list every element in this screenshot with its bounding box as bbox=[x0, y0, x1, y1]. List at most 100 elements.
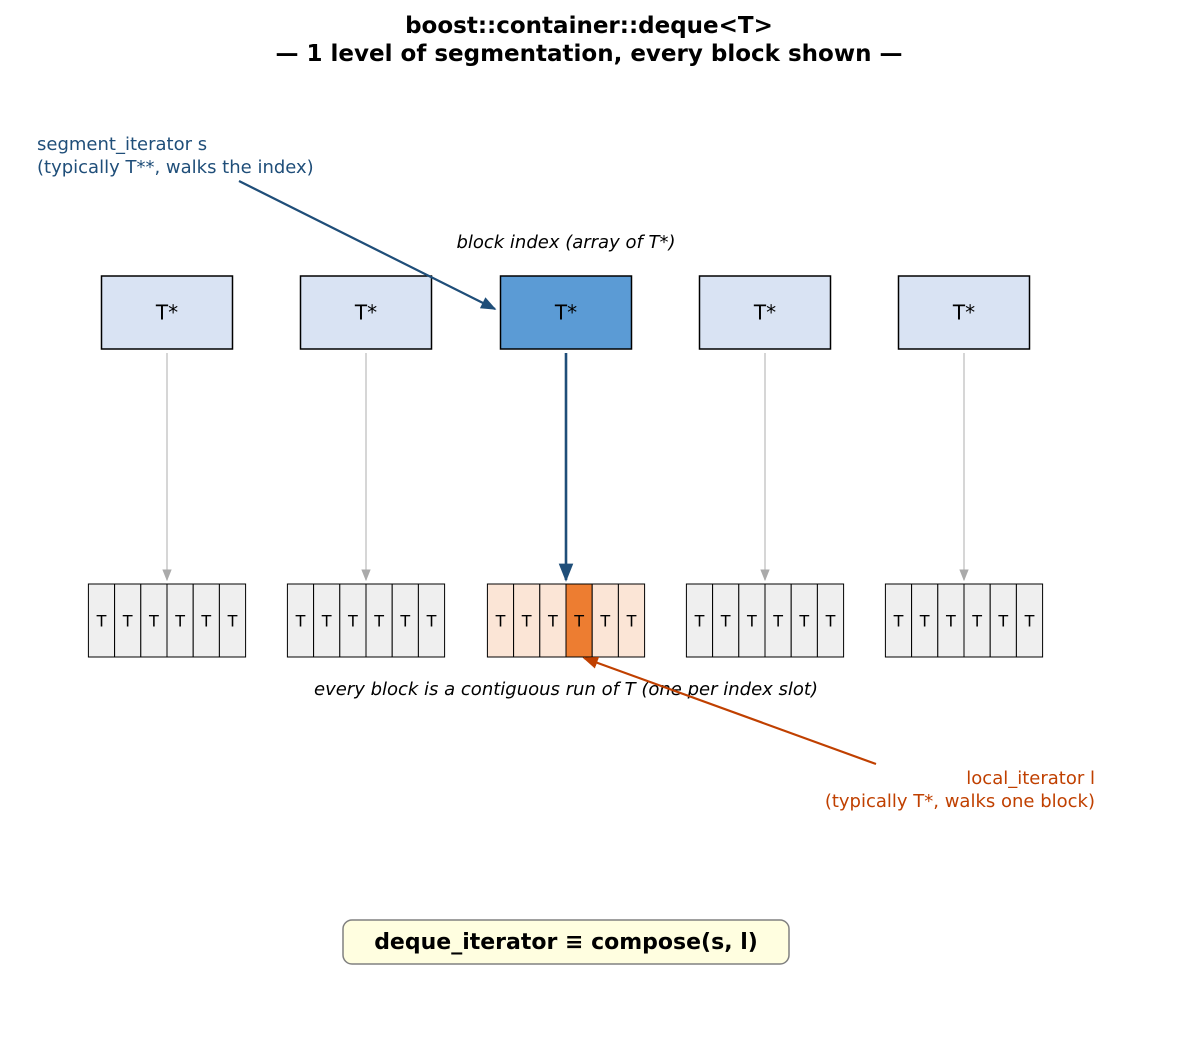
block-element: T bbox=[617, 583, 646, 658]
block-element-label: T bbox=[96, 612, 107, 631]
index-slot: T* bbox=[897, 275, 1031, 350]
block-element-cell bbox=[565, 583, 593, 658]
block-element: T bbox=[937, 583, 965, 658]
block-element-label: T bbox=[772, 612, 783, 631]
block-element: T bbox=[1015, 583, 1044, 658]
block-element-cell bbox=[417, 583, 446, 658]
block-element: T bbox=[539, 583, 567, 658]
block-element-cell bbox=[712, 583, 740, 658]
block-element-cell bbox=[884, 583, 913, 658]
block-caption: every block is a contiguous run of T (on… bbox=[314, 679, 818, 700]
local-iterator-arrow bbox=[582, 656, 877, 766]
index-slot-box bbox=[100, 275, 234, 350]
block-element-cell bbox=[513, 583, 541, 658]
block-element-label: T bbox=[148, 612, 159, 631]
block-element: T bbox=[591, 583, 619, 658]
block-element-label: T bbox=[971, 612, 982, 631]
block-element-cell bbox=[365, 583, 393, 658]
block-element: T bbox=[365, 583, 393, 658]
block-element-cell bbox=[218, 583, 247, 658]
block-element-label: T bbox=[295, 612, 306, 631]
block-element-label: T bbox=[373, 612, 384, 631]
block-element-cell bbox=[591, 583, 619, 658]
index-slot: T* bbox=[698, 275, 832, 350]
block-element-label: T bbox=[694, 612, 705, 631]
formula-text: deque_iterator ≡ compose(s, l) bbox=[374, 930, 758, 955]
block-element: T bbox=[87, 583, 116, 658]
segment-iterator-note: (typically T**, walks the index) bbox=[37, 157, 314, 178]
index-slot: T* bbox=[499, 275, 633, 350]
block-element: T bbox=[339, 583, 367, 658]
block-element-cell bbox=[539, 583, 567, 658]
block-element-cell bbox=[685, 583, 714, 658]
block-element: T bbox=[738, 583, 766, 658]
index-slot: T* bbox=[100, 275, 234, 350]
block-element-cell bbox=[764, 583, 792, 658]
block-element-cell bbox=[1015, 583, 1044, 658]
block-element: T bbox=[685, 583, 714, 658]
segment-iterator-label: segment_iterator s bbox=[37, 134, 207, 155]
block-element-label: T bbox=[626, 612, 637, 631]
block-element: T bbox=[565, 583, 593, 658]
block-element-cell bbox=[617, 583, 646, 658]
index-slot-label: T* bbox=[952, 301, 975, 325]
block-element-cell bbox=[937, 583, 965, 658]
block-element-label: T bbox=[825, 612, 836, 631]
title-line-1: boost::container::deque<T> bbox=[405, 13, 773, 39]
block-index: T* T* T* T* T* bbox=[100, 275, 1031, 350]
block-element: T bbox=[790, 583, 818, 658]
block-element-cell bbox=[313, 583, 341, 658]
block-element-cell bbox=[989, 583, 1017, 658]
block-element-label: T bbox=[997, 612, 1008, 631]
index-slot-label: T* bbox=[155, 301, 178, 325]
block-element: T bbox=[114, 583, 142, 658]
block-element: T bbox=[313, 583, 341, 658]
block-element: T bbox=[911, 583, 939, 658]
index-slot-box bbox=[499, 275, 633, 350]
block-element-label: T bbox=[547, 612, 558, 631]
block-element: T bbox=[963, 583, 991, 658]
index-to-block-arrows bbox=[162, 353, 969, 582]
block-element-label: T bbox=[798, 612, 809, 631]
block-element-cell bbox=[391, 583, 419, 658]
block-element-label: T bbox=[746, 612, 757, 631]
block-element: T bbox=[884, 583, 913, 658]
block-element-label: T bbox=[521, 612, 532, 631]
block-element-label: T bbox=[495, 612, 506, 631]
block-element-label: T bbox=[720, 612, 731, 631]
block-element: T bbox=[764, 583, 792, 658]
index-slot-box bbox=[897, 275, 1031, 350]
block-element-cell bbox=[738, 583, 766, 658]
block-element: T bbox=[166, 583, 194, 658]
block-element: T bbox=[712, 583, 740, 658]
block-element: T bbox=[391, 583, 419, 658]
block-element: T bbox=[816, 583, 845, 658]
block-element-label: T bbox=[1024, 612, 1035, 631]
block-element-label: T bbox=[321, 612, 332, 631]
block-element: T bbox=[417, 583, 446, 658]
block-element: T bbox=[513, 583, 541, 658]
block-element: T bbox=[140, 583, 168, 658]
index-slot-box bbox=[698, 275, 832, 350]
block-element: T bbox=[286, 583, 315, 658]
block-element-cell bbox=[790, 583, 818, 658]
local-iterator-label: local_iterator l bbox=[966, 768, 1095, 789]
block-element-label: T bbox=[174, 612, 185, 631]
local-iterator-note: (typically T*, walks one block) bbox=[825, 791, 1095, 812]
block-element-cell bbox=[114, 583, 142, 658]
block-element-label: T bbox=[227, 612, 238, 631]
block-element-label: T bbox=[200, 612, 211, 631]
index-slot: T* bbox=[299, 275, 433, 350]
title-line-2: — 1 level of segmentation, every block s… bbox=[276, 41, 903, 67]
block-element-label: T bbox=[893, 612, 904, 631]
block-element-label: T bbox=[573, 612, 584, 631]
formula-box bbox=[342, 919, 790, 965]
block-element-label: T bbox=[399, 612, 410, 631]
